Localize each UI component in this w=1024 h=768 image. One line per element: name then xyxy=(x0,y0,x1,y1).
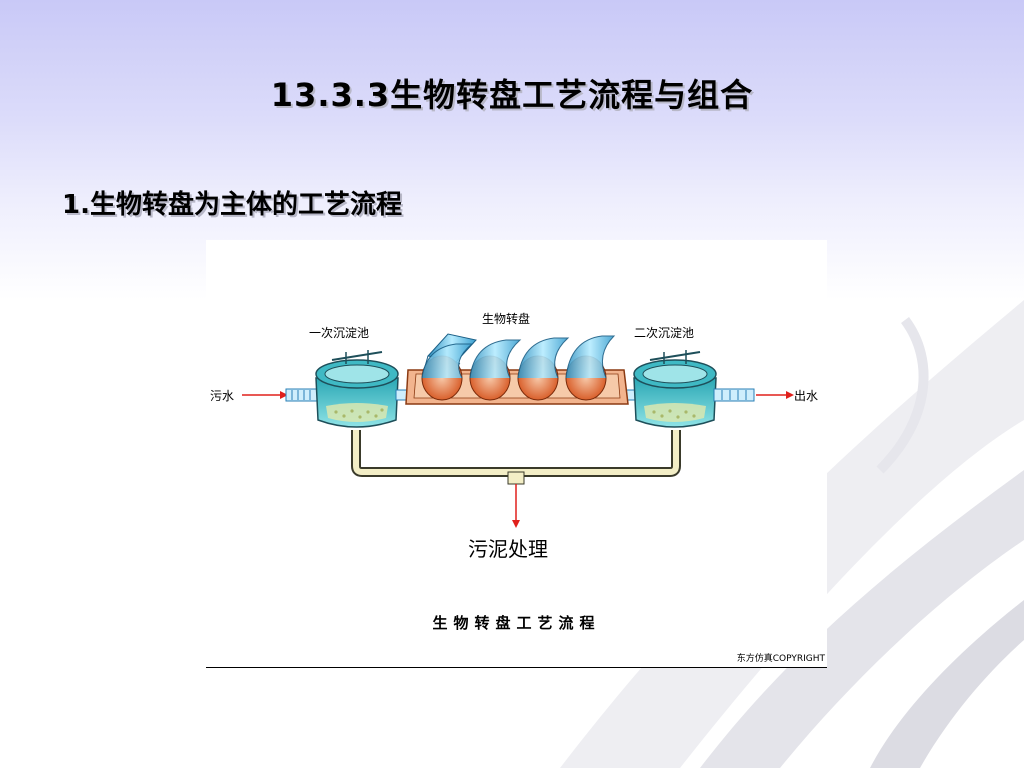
outlet-pipe xyxy=(713,388,755,402)
rbc-disc xyxy=(565,335,616,401)
primary-sedimentation-tank xyxy=(315,350,399,428)
copyright-text: 东方仿真COPYRIGHT xyxy=(736,654,825,664)
section-heading: 1.生物转盘为主体的工艺流程 xyxy=(62,190,402,220)
process-diagram: 污水 出水 一次沉淀池 二次沉淀池 生物转盘 污泥处理 xyxy=(210,311,818,561)
figure-caption: 生物转盘工艺流程 xyxy=(432,614,601,632)
rbc-disc xyxy=(517,337,570,401)
rbc-disc xyxy=(421,333,477,401)
rbc-disc xyxy=(469,339,522,401)
slide-title: 13.3.3生物转盘工艺流程与组合 xyxy=(270,76,754,114)
process-figure: 污水 出水 一次沉淀池 二次沉淀池 生物转盘 污泥处理 xyxy=(206,240,827,668)
sludge-pipe xyxy=(351,430,681,485)
outflow-label: 出水 xyxy=(794,389,818,403)
outflow-arrow xyxy=(756,391,794,399)
rotating-biological-contactor xyxy=(405,333,629,405)
sludge-arrow xyxy=(512,484,520,528)
inflow-arrow xyxy=(242,391,288,399)
secondary-tank-label: 二次沉淀池 xyxy=(634,326,694,340)
primary-tank-label: 一次沉淀池 xyxy=(309,326,369,340)
sludge-treatment-label: 污泥处理 xyxy=(468,537,548,561)
rbc-label: 生物转盘 xyxy=(482,311,530,326)
secondary-sedimentation-tank xyxy=(633,350,717,428)
inflow-label: 污水 xyxy=(210,389,234,403)
inlet-pipe xyxy=(285,388,319,402)
